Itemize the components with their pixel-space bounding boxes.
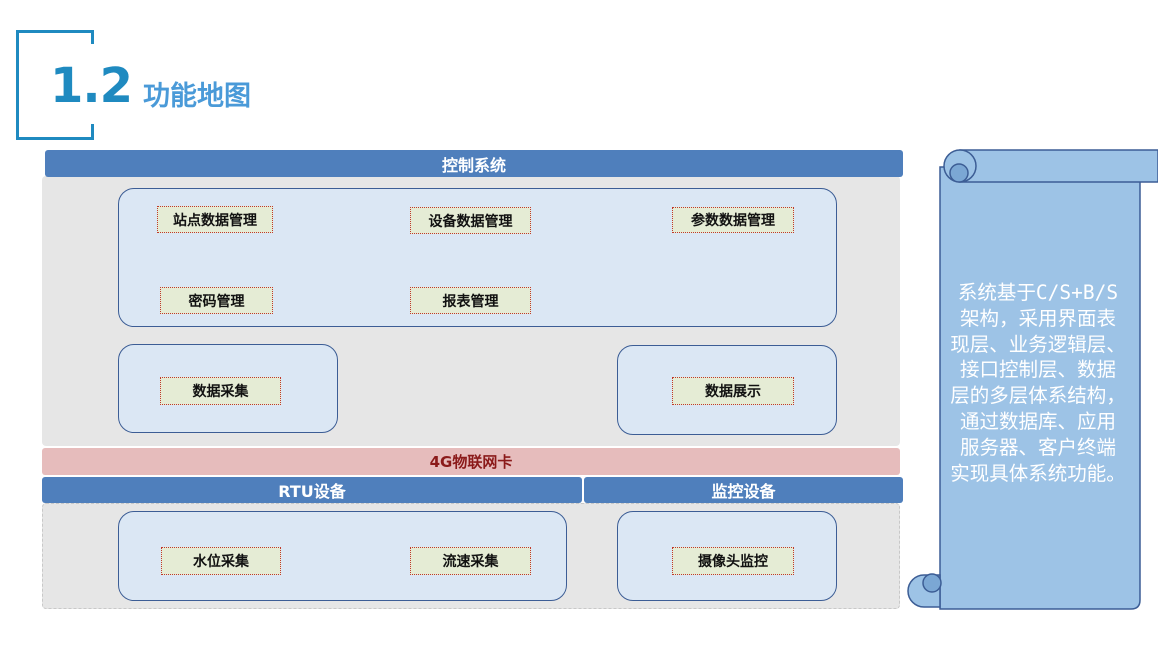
tag-camera-monitoring: 摄像头监控 [672, 547, 794, 575]
section-number: 1.2 [50, 58, 133, 114]
tag-device-data-management: 设备数据管理 [410, 207, 531, 234]
tag-report-management: 报表管理 [410, 287, 531, 314]
scroll-note-line: 通过数据库、应用 [959, 409, 1116, 433]
tag-parameter-data-management: 参数数据管理 [672, 207, 794, 233]
title-bracket [16, 30, 19, 140]
title-bracket [16, 137, 94, 140]
scroll-note: 系统基于C/S+B/S 架构，采用界面表 现层、业务逻辑层、 接口控制层、数据 … [940, 280, 1136, 486]
scroll-note-line: 现层、业务逻辑层、 [950, 332, 1126, 356]
scroll-note-line: 层的多层体系结构， [950, 384, 1126, 408]
rtu-device-header: RTU设备 [42, 477, 582, 503]
title-bracket [16, 30, 94, 33]
monitor-device-header: 监控设备 [584, 477, 903, 503]
scroll-note-line: 实现具体系统功能。 [950, 461, 1126, 485]
scroll-note-line: 服务器、客户终端 [959, 435, 1116, 459]
tag-water-level-collection: 水位采集 [161, 547, 281, 575]
tag-site-data-management: 站点数据管理 [157, 206, 273, 233]
tag-data-collection: 数据采集 [160, 377, 281, 405]
title-bracket [91, 124, 94, 140]
scroll-note-line: 接口控制层、数据 [959, 358, 1116, 382]
scroll-shape [907, 149, 1158, 610]
tag-flow-velocity-collection: 流速采集 [410, 547, 531, 575]
title-bracket [91, 30, 94, 44]
control-system-header: 控制系统 [45, 150, 903, 177]
network-card-bar: 4G物联网卡 [42, 448, 900, 475]
tag-data-display: 数据展示 [672, 377, 794, 405]
scroll-note-line: 系统基于C/S+B/S [957, 281, 1119, 304]
section-title: 功能地图 [143, 81, 251, 112]
scroll-note-line: 架构，采用界面表 [959, 306, 1116, 330]
tag-password-management: 密码管理 [160, 287, 273, 314]
